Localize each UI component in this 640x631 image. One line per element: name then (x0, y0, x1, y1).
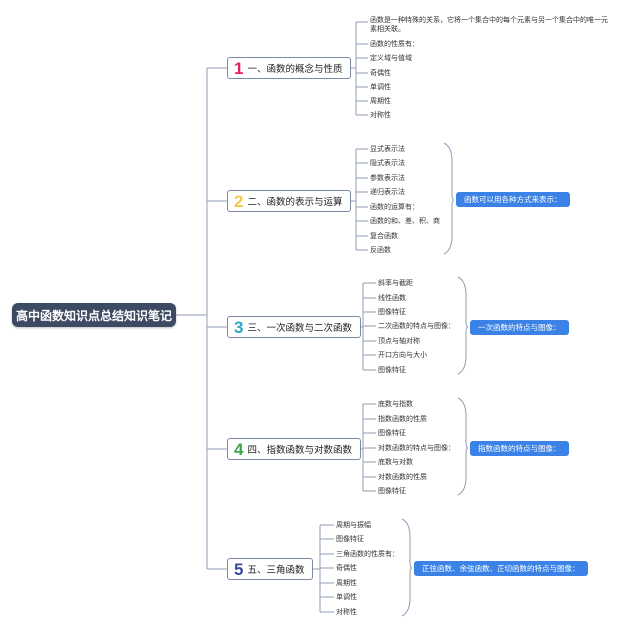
branch-1-leaf-3: 定义域与值域 (370, 54, 412, 62)
branch-2-leaf-6: 函数的和、差、积、商 (370, 217, 440, 225)
branch-2-number: 2 (234, 191, 244, 211)
branch-2-node[interactable]: 2 二、函数的表示与运算 (227, 190, 352, 212)
branch-3-leaf-1: 斜率与截距 (378, 279, 413, 287)
branch-5-label: 五、三角函数 (247, 565, 305, 576)
branch-4-leaf-7: 图像特征 (378, 487, 406, 495)
branch-1-leaf-2: 函数的性质有： (370, 40, 419, 48)
summary-bracket-5 (401, 518, 413, 617)
root-node[interactable]: 高中函数知识点总结知识笔记 (12, 303, 176, 327)
branch-2-label: 二、函数的表示与运算 (247, 197, 343, 208)
branch-1-leaf-5: 单调性 (370, 83, 391, 91)
branch-5-node[interactable]: 5 五、三角函数 (227, 558, 314, 580)
branch-1-leaf-1: 函数是一种特殊的关系，它将一个集合中的每个元素与另一个集合中的唯一元素相关联。 (370, 16, 608, 33)
branch-2-leaf-1: 显式表示法 (370, 145, 405, 153)
branch-3-summary-label: 一次函数的特点与图像： (478, 323, 561, 332)
branch-1-node[interactable]: 1 一、函数的概念与性质 (227, 57, 352, 79)
branch-4-leaf-3: 图像特征 (378, 429, 406, 437)
branch-2-leaf-3: 参数表示法 (370, 174, 405, 182)
branch-4-label: 四、指数函数与对数函数 (247, 445, 352, 456)
branch-5-number: 5 (234, 559, 244, 579)
branch-3-leaf-4: 二次函数的特点与图像： (378, 322, 455, 330)
branch-5-leaf-4: 奇偶性 (336, 564, 357, 572)
branch-2-leaf-4: 递归表示法 (370, 188, 405, 196)
branch-2-summary-label: 函数可以用各种方式来表示： (464, 195, 562, 204)
branch-3-leaf-7: 图像特征 (378, 366, 406, 374)
branch-2-leaf-7: 复合函数 (370, 232, 398, 240)
branch-1-leaf-7: 对称性 (370, 111, 391, 119)
branch-5-leaf-7: 对称性 (336, 608, 357, 616)
branch-3-leaf-6: 开口方向与大小 (378, 351, 427, 359)
branch-3-leaf-3: 图像特征 (378, 308, 406, 316)
root-label: 高中函数知识点总结知识笔记 (15, 308, 172, 323)
branch-1-leaf-6: 周期性 (370, 97, 391, 105)
branch-4-leaf-4: 对数函数的特点与图像： (378, 444, 455, 452)
branch-5-leaf-3: 三角函数的性质有： (336, 550, 399, 558)
summary-bracket-3 (457, 276, 469, 375)
branch-3-label: 三、一次函数与二次函数 (247, 323, 352, 334)
branch-2-summary[interactable]: 函数可以用各种方式来表示： (456, 192, 570, 207)
branch-1-number: 1 (234, 58, 244, 78)
branch-3-summary[interactable]: 一次函数的特点与图像： (470, 320, 569, 335)
branch-1-label: 一、函数的概念与性质 (247, 64, 343, 75)
branch-5-leaf-5: 周期性 (336, 579, 357, 587)
branch-4-leaf-1: 底数与指数 (378, 400, 413, 408)
branch-3-leaf-2: 线性函数 (378, 294, 406, 302)
branch-5-leaf-2: 图像特征 (336, 535, 364, 543)
branch-4-leaf-6: 对数函数的性质 (378, 473, 427, 481)
branch-4-leaf-5: 底数与对数 (378, 458, 413, 466)
branch-4-leaf-2: 指数函数的性质 (378, 415, 427, 423)
branch-5-leaf-1: 周期与振幅 (336, 521, 371, 529)
branch-3-node[interactable]: 3 三、一次函数与二次函数 (227, 316, 361, 338)
branch-5-leaf-6: 单调性 (336, 593, 357, 601)
branch-3-number: 3 (234, 317, 244, 337)
branch-3-leaf-5: 顶点与轴对称 (378, 337, 420, 345)
branch-4-node[interactable]: 4 四、指数函数与对数函数 (227, 438, 361, 460)
branch-2-leaf-8: 反函数 (370, 246, 391, 254)
branch-4-summary-label: 指数函数的特点与图像： (478, 444, 561, 453)
branch-5-summary-label: 正弦函数、余弦函数、正切函数的特点与图像： (422, 564, 580, 573)
branch-2-leaf-2: 隐式表示法 (370, 159, 405, 167)
branch-4-number: 4 (234, 439, 244, 459)
summary-bracket-4 (457, 397, 469, 496)
branch-5-summary[interactable]: 正弦函数、余弦函数、正切函数的特点与图像： (414, 561, 588, 576)
summary-bracket-2 (443, 142, 455, 255)
branch-2-leaf-5: 函数的运算有： (370, 203, 419, 211)
branch-4-summary[interactable]: 指数函数的特点与图像： (470, 441, 569, 456)
branch-1-leaf-4: 奇偶性 (370, 69, 391, 77)
